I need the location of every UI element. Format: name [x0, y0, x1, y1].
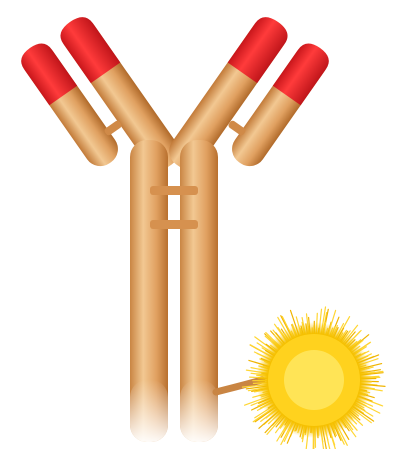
fluorescent-label-icon	[242, 307, 385, 449]
disulfide-bridge-left-arm	[103, 120, 122, 137]
hinge-bridge-upper	[150, 186, 198, 195]
heavy-chain-stem-left	[130, 140, 168, 442]
hinge-bridge-lower	[150, 220, 198, 229]
heavy-chain-stem-right	[180, 140, 218, 442]
disulfide-bridge-right-arm	[227, 120, 246, 137]
